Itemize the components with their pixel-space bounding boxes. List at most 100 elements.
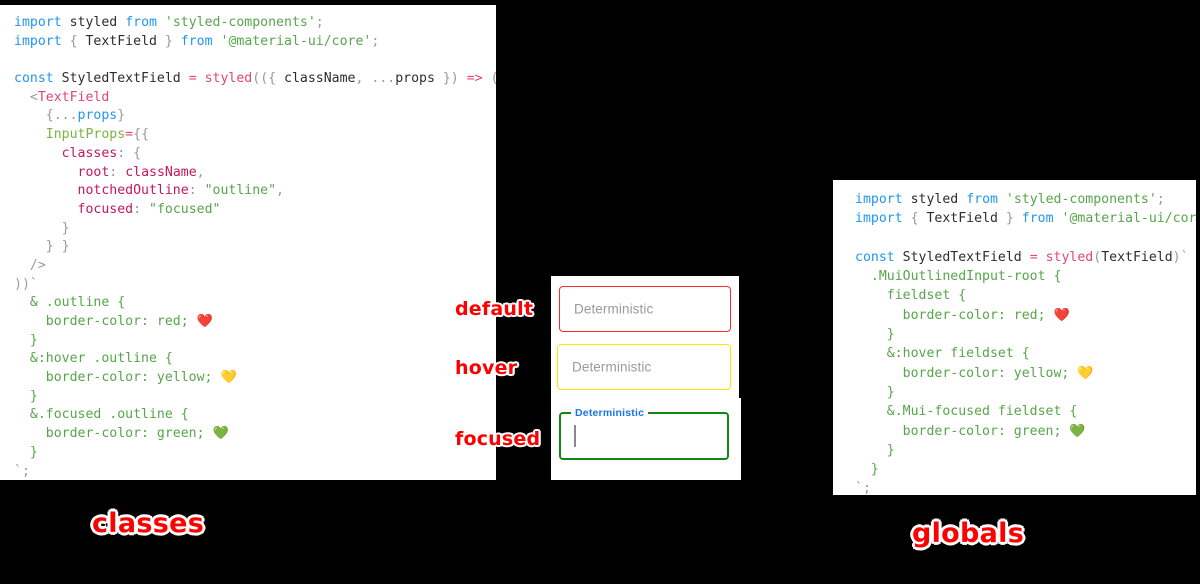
code-token: border-color: red; [14, 314, 197, 329]
code-token: ... [371, 71, 396, 87]
code-token: styled [69, 15, 118, 30]
code-token: ; [1156, 192, 1165, 207]
code-line: border-color: red; ❤️ [14, 313, 496, 332]
code-token: } [855, 442, 895, 458]
code-line: &.Mui-focused fieldset { [855, 402, 1196, 421]
code-token [14, 90, 30, 105]
code-token: &.Mui-focused fieldset { [855, 404, 1078, 420]
code-token: /> [14, 257, 46, 273]
code-token [117, 15, 125, 30]
code-line: import styled from 'styled-components'; [14, 14, 496, 33]
code-token: , [276, 183, 284, 199]
code-token: } [14, 220, 70, 236]
code-token [998, 192, 1006, 207]
code-token: border-color: green; [14, 426, 213, 442]
code-token: } [164, 33, 173, 49]
code-token: InputProps [45, 127, 126, 143]
code-token [1022, 250, 1030, 265]
code-token: TextField [918, 211, 1006, 227]
code-token: TextField [77, 33, 165, 49]
code-token: } } [14, 239, 70, 255]
code-token: &:hover fieldset { [855, 346, 1030, 362]
textfield-focused[interactable]: Deterministic [559, 406, 729, 460]
code-line: fieldset { [855, 286, 1196, 305]
code-token [181, 71, 189, 86]
code-token: 💚 [1069, 423, 1086, 439]
code-token: : [133, 201, 149, 217]
textfield-default-placeholder: Deterministic [574, 301, 654, 317]
code-panel-classes: import styled from 'styled-components';i… [0, 5, 496, 480]
code-line: classes: { [14, 145, 496, 164]
code-line: } [14, 444, 496, 463]
code-line: import styled from 'styled-components'; [855, 190, 1196, 209]
code-token [62, 15, 70, 30]
code-token: ( [1093, 249, 1102, 265]
code-token: }) [434, 71, 467, 87]
code-token: } [855, 384, 895, 400]
code-token: import [855, 211, 903, 227]
code-token [54, 71, 62, 86]
textfield-hover[interactable]: Deterministic [557, 344, 731, 390]
code-line: focused: "focused" [14, 201, 496, 220]
code-token [1054, 211, 1062, 226]
code-token: styled [910, 192, 959, 207]
code-line: } [855, 460, 1196, 479]
code-line: } [855, 383, 1196, 402]
code-token: 💛 [220, 370, 237, 386]
code-token: => [466, 71, 483, 87]
code-token: 💛 [1077, 365, 1094, 381]
code-token [958, 192, 966, 207]
code-token: = [125, 127, 134, 143]
code-token: &.focused .outline { [14, 407, 189, 423]
code-line: border-color: yellow; 💛 [855, 364, 1196, 383]
code-token: } [855, 327, 895, 343]
code-token: : [188, 183, 205, 199]
code-token [1014, 211, 1022, 226]
code-token: {{ [133, 127, 150, 143]
code-line: } [14, 388, 496, 407]
code-token: } [117, 108, 126, 124]
code-line: notchedOutline: "outline", [14, 182, 496, 201]
code-token: (( [252, 71, 269, 87]
code-token [213, 34, 221, 49]
code-token: { [910, 211, 919, 227]
textfield-hover-placeholder: Deterministic [572, 359, 652, 375]
code-token: ` [29, 276, 38, 292]
caption-globals: globals [912, 518, 1025, 549]
code-token: '@material-ui/core' [220, 33, 372, 49]
code-token: className [284, 71, 356, 87]
code-token: '@material-ui/core' [1061, 211, 1196, 227]
code-token: ❤️ [1053, 307, 1070, 323]
code-token: ; [371, 33, 380, 49]
code-line: root: className, [14, 164, 496, 183]
annotation-default: default [455, 298, 534, 320]
code-token: border-color: yellow; [14, 370, 221, 386]
code-token: props [77, 108, 118, 124]
code-token: } [855, 462, 879, 478]
code-token [14, 127, 46, 142]
code-token: ... [53, 108, 78, 124]
code-line: border-color: green; 💚 [14, 425, 496, 444]
code-token: "outline" [204, 183, 277, 199]
code-token: border-color: green; [855, 423, 1070, 439]
textfield-default[interactable]: Deterministic [559, 286, 731, 332]
annotation-hover: hover [455, 357, 518, 379]
code-token: import [855, 192, 903, 207]
caption-classes: classes [92, 508, 205, 539]
code-line: {...props} [14, 107, 496, 126]
code-token [895, 250, 903, 265]
code-token: : [117, 145, 134, 161]
code-token: from [125, 15, 157, 30]
code-token: ` [14, 463, 22, 479]
code-line: } [855, 441, 1196, 460]
code-token: "focused" [149, 201, 221, 217]
code-token: import [14, 33, 62, 49]
code-line: border-color: red; ❤️ [855, 306, 1196, 325]
code-line: ))` [14, 276, 496, 295]
code-token: 'styled-components' [164, 15, 316, 30]
code-token: border-color: red; [855, 307, 1054, 323]
code-token: { [45, 108, 54, 124]
code-line: &:hover .outline { [14, 350, 496, 369]
code-token: ❤️ [196, 314, 213, 329]
